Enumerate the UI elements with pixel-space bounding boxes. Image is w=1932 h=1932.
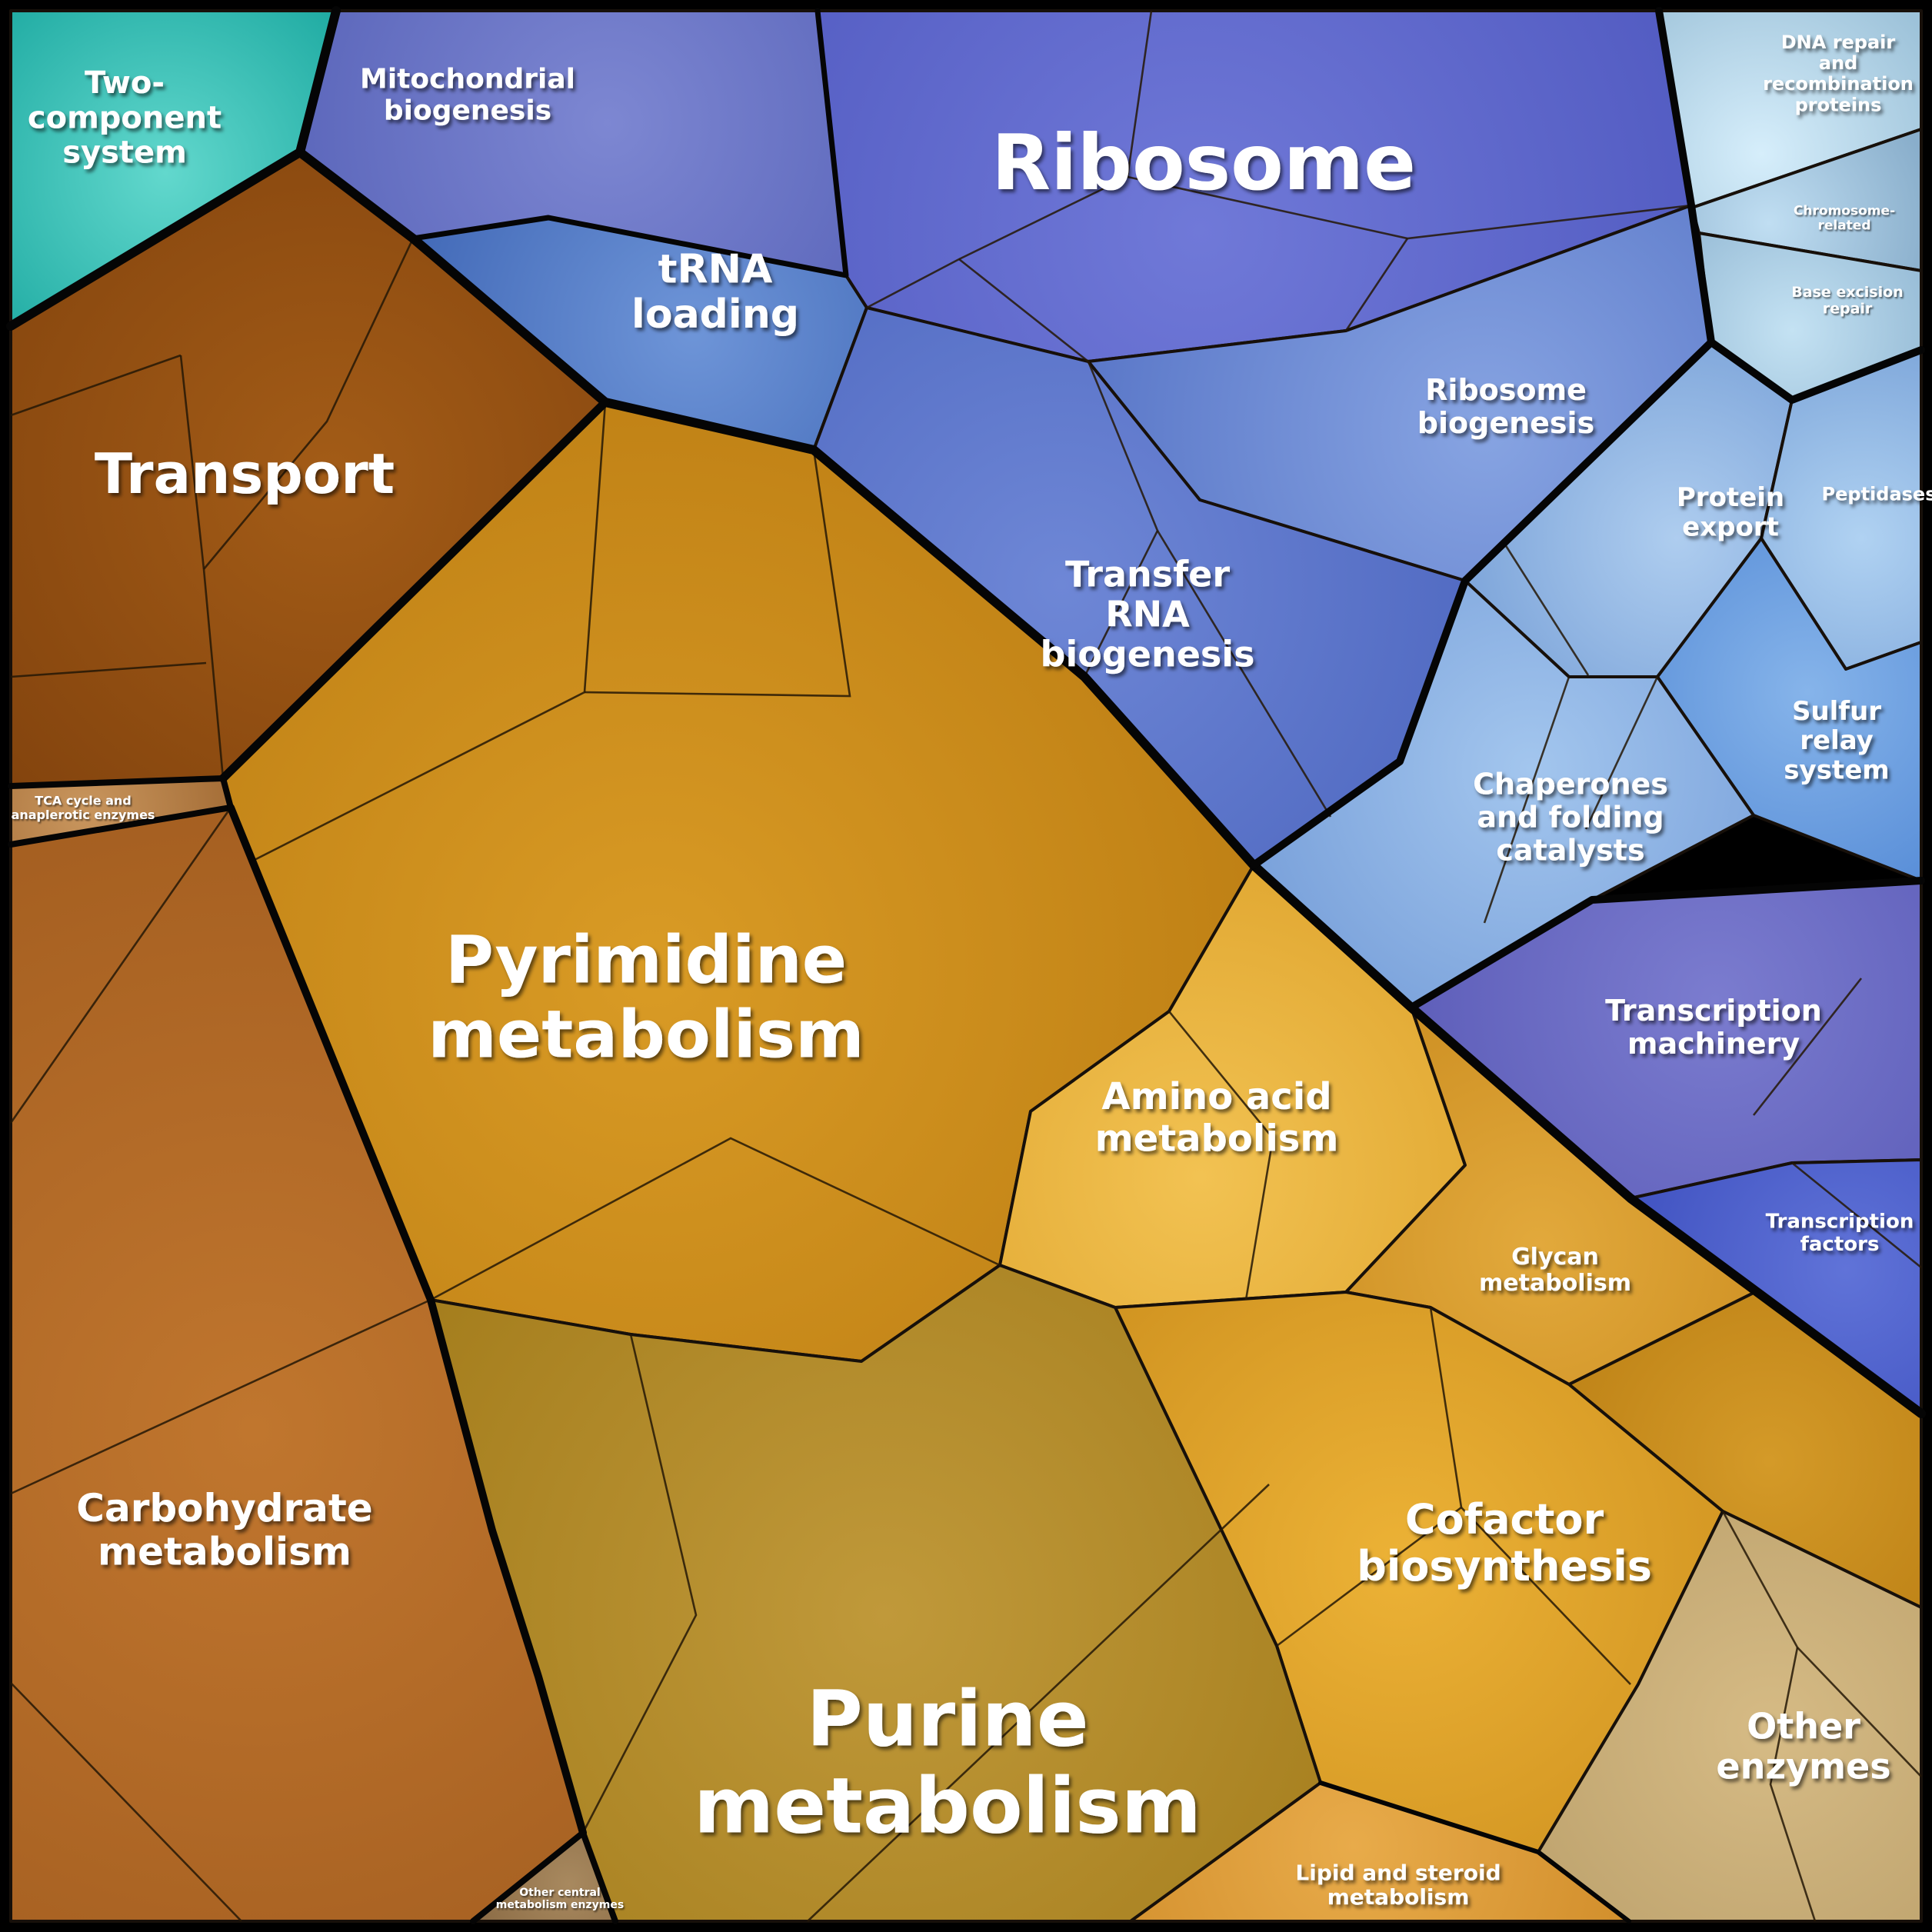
subcell-border	[1721, 1511, 1799, 1648]
subcell-border	[1344, 238, 1409, 331]
subcell-border	[807, 1484, 1270, 1922]
subcell-border	[1156, 530, 1332, 818]
subcell-border	[1429, 1307, 1463, 1508]
subcell-border	[1584, 676, 1659, 830]
cells-layer	[9, 9, 1923, 1923]
subcell-border	[1752, 978, 1863, 1116]
subcell-border	[430, 1137, 1001, 1301]
group-border	[8, 775, 234, 848]
subcell-border	[581, 1334, 698, 1834]
label-transport: Transport	[95, 441, 395, 506]
group-border	[218, 398, 610, 783]
subcell-border	[866, 10, 1153, 309]
label-chromosome-related: Chromosome-related	[1794, 204, 1895, 234]
subcell-border	[10, 1682, 242, 1922]
subcell-borders-layer	[9, 10, 1922, 1922]
group-border	[297, 8, 849, 278]
group-border	[1318, 1780, 1631, 1924]
subcell-border	[584, 449, 851, 698]
subcell-border	[958, 258, 1089, 363]
subcell-border	[1502, 541, 1590, 676]
subcell-border	[1797, 1647, 1922, 1777]
subcell-border	[1276, 1506, 1462, 1647]
group-border	[227, 804, 587, 1837]
group-border	[295, 148, 1926, 1418]
subcell-border	[1168, 1011, 1274, 1301]
subcell-border	[10, 1298, 431, 1495]
subcell-border	[1769, 1647, 1817, 1922]
subcell-border	[203, 238, 415, 570]
label-ribosome: Ribosome	[991, 118, 1416, 208]
subcell-border	[10, 661, 207, 678]
subcell-border	[9, 807, 232, 1124]
subcell-border	[1461, 1507, 1631, 1685]
group-borders-layer	[6, 6, 1926, 1924]
label-peptidases: Peptidases	[1822, 484, 1932, 505]
group-border	[1407, 877, 1925, 1011]
subcell-border	[1791, 1161, 1922, 1269]
group-border	[470, 1830, 618, 1924]
group-border	[1250, 338, 1715, 869]
subcell-border	[10, 354, 182, 417]
subcell-border	[1483, 676, 1571, 924]
